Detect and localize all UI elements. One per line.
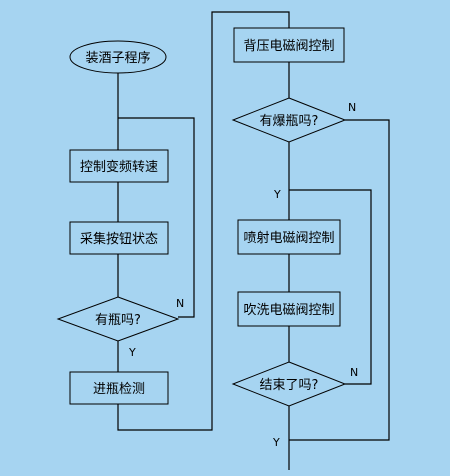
edge-finish-no-loop: [289, 189, 372, 385]
process-bottle-check: [69, 371, 169, 405]
process-collect-button: [69, 221, 169, 255]
process-ctrl-speed: [69, 149, 169, 183]
edge-burst-no: [289, 119, 390, 441]
blow-label: 吹洗电磁阀控制: [243, 303, 334, 318]
finish-no-label: N: [350, 366, 358, 379]
start-label: 装酒子程序: [85, 51, 150, 66]
bottle-check-label: 进瓶检测: [93, 382, 145, 397]
process-back-pressure: [233, 27, 345, 63]
finish-yes-label: Y: [272, 436, 280, 449]
burst-no-label: N: [348, 101, 356, 114]
burst-label: 有爆瓶吗?: [260, 114, 319, 129]
has-bottle-label: 有瓶吗?: [95, 313, 141, 328]
finish-label: 结束了吗?: [260, 378, 319, 393]
ctrl-speed-label: 控制变频转速: [80, 159, 158, 175]
burst-yes-label: Y: [273, 188, 281, 201]
has-bottle-yes-label: Y: [128, 346, 136, 359]
back-pressure-label: 背压电磁阀控制: [243, 39, 334, 54]
spray-label: 喷射电磁阀控制: [243, 230, 334, 246]
edge-no-loop-left: [118, 117, 195, 318]
has-bottle-no-label: N: [176, 297, 184, 310]
collect-button-label: 采集按钮状态: [80, 231, 158, 247]
process-blow: [237, 291, 341, 327]
edge-left-to-right: [117, 11, 290, 431]
